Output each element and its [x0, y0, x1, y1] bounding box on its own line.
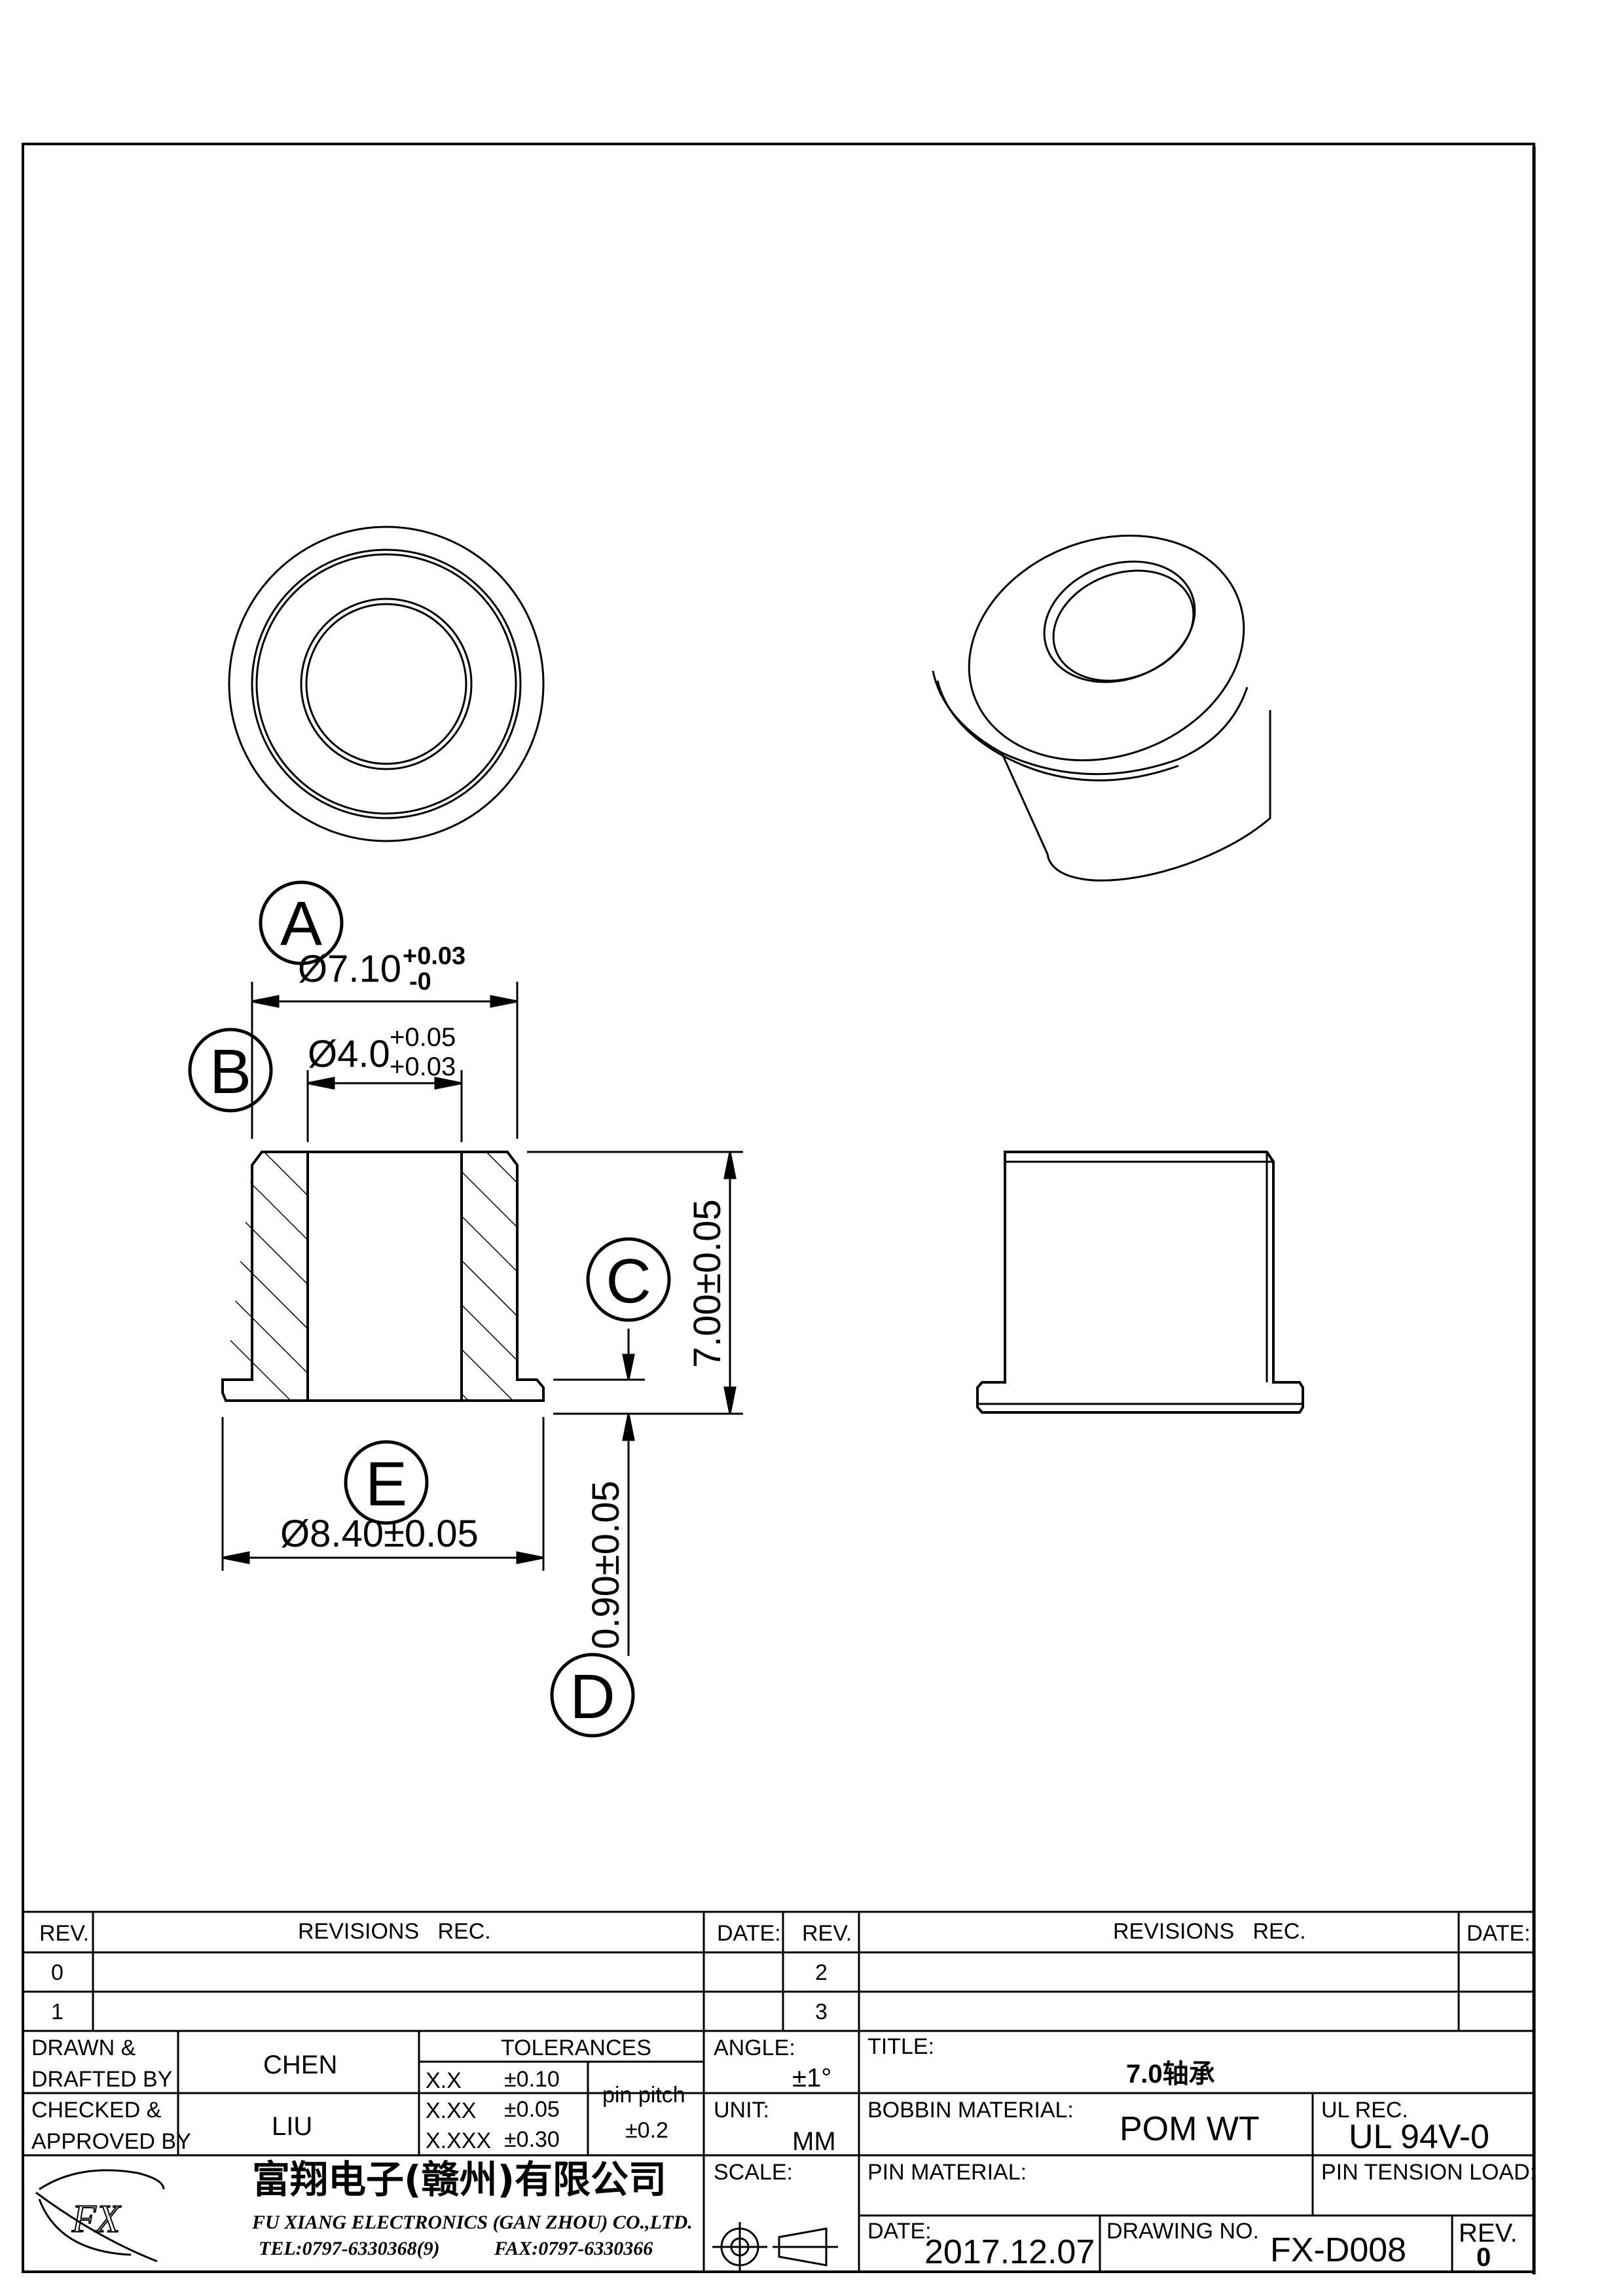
pin-material-label: PIN MATERIAL: [867, 2160, 1027, 2185]
tolerances-header: TOLERANCES [501, 2036, 651, 2060]
revisions-header-left: REVISIONS REC. [298, 1919, 491, 1944]
svg-text:7.00±0.05: 7.00±0.05 [686, 1199, 729, 1368]
date-value: 2017.12.07 [924, 2233, 1095, 2271]
title-label: TITLE: [867, 2034, 934, 2059]
svg-text:+0.05: +0.05 [390, 1023, 456, 1052]
tol-format-2: X.XX [426, 2098, 476, 2123]
svg-text:E: E [365, 1449, 407, 1519]
company-logo-text: FX [71, 2197, 122, 2240]
rev-row-1: 1 [51, 2000, 64, 2024]
unit-label: UNIT: [714, 2098, 769, 2123]
company-name-cn: 富翔电子(赣州)有限公司 [252, 2157, 666, 2202]
checked-label-2: APPROVED BY [31, 2129, 191, 2154]
bobbin-material-label: BOBBIN MATERIAL: [867, 2098, 1074, 2123]
rev-row-2: 2 [815, 1960, 828, 1985]
drawing-no-label: DRAWING NO. [1106, 2219, 1259, 2244]
dimension-c: C 7.00±0.05 [586, 1199, 729, 1368]
company-name-en: FU XIANG ELECTRONICS (GAN ZHOU) CO.,LTD. [251, 2212, 693, 2233]
drawn-label-2: DRAFTED BY [31, 2067, 172, 2092]
rev-value: 0 [1476, 2243, 1491, 2272]
pin-pitch-value: ±0.2 [625, 2118, 668, 2143]
revision-table [23, 1910, 1534, 2272]
dimension-a: A Ø7.10 +0.03 -0 [259, 880, 465, 996]
svg-text:D: D [570, 1662, 615, 1732]
pin-tension-label: PIN TENSION LOAD: [1321, 2160, 1536, 2185]
side-view [976, 1151, 1304, 1414]
angle-value: ±1° [792, 2064, 831, 2092]
checked-label-1: CHECKED & [31, 2098, 162, 2123]
company-tel: TEL:0797-6330368(9) [259, 2238, 440, 2259]
dimension-b: B Ø4.0 +0.05 +0.03 [188, 1023, 456, 1113]
drawn-label-1: DRAWN & [31, 2036, 136, 2060]
drawing-no-value: FX-D008 [1270, 2231, 1406, 2269]
svg-text:-0: -0 [409, 968, 431, 996]
svg-text:A: A [280, 889, 322, 959]
rev-header-left: REV. [39, 1921, 89, 1946]
projection-symbol-icon [712, 2222, 838, 2272]
tol-format-1: X.X [426, 2068, 462, 2093]
company-fax: FAX:0797-6330366 [494, 2238, 653, 2259]
date-header-left: DATE: [717, 1921, 781, 1946]
svg-text:Ø4.0: Ø4.0 [308, 1033, 390, 1075]
svg-text:+0.03: +0.03 [403, 942, 465, 970]
dimension-e: E Ø8.40±0.05 [280, 1440, 479, 1555]
svg-text:0.90±0.05: 0.90±0.05 [585, 1480, 627, 1649]
drawn-by-value: CHEN [263, 2051, 337, 2079]
svg-text:C: C [606, 1246, 651, 1316]
isometric-view [932, 534, 1271, 882]
angle-label: ANGLE: [714, 2036, 795, 2060]
unit-value: MM [792, 2127, 836, 2156]
title-block-grid [23, 2031, 1534, 2272]
dimension-lines [221, 982, 743, 1656]
checked-by-value: LIU [272, 2112, 312, 2141]
company-logo [35, 2169, 165, 2263]
scale-label: SCALE: [714, 2160, 793, 2185]
svg-text:+0.03: +0.03 [390, 1052, 456, 1081]
rev-row-3: 3 [815, 2000, 828, 2024]
drawing-title: 7.0轴承 [1126, 2060, 1215, 2089]
rev-label: REV. [1459, 2219, 1518, 2248]
svg-text:B: B [210, 1037, 251, 1107]
revisions-header-right: REVISIONS REC. [1113, 1919, 1306, 1944]
svg-text:Ø8.40±0.05: Ø8.40±0.05 [280, 1513, 479, 1555]
rev-row-0: 0 [51, 1960, 64, 1985]
tol-value-3: ±0.30 [504, 2127, 560, 2152]
section-view [221, 1151, 545, 1402]
date-header-right: DATE: [1467, 1921, 1531, 1946]
tol-value-1: ±0.10 [504, 2067, 560, 2092]
rev-header-right: REV. [802, 1921, 852, 1946]
date-label: DATE: [867, 2219, 932, 2244]
ul-rec-label: UL REC. [1321, 2098, 1408, 2123]
tol-value-2: ±0.05 [504, 2097, 560, 2122]
tol-format-3: X.XXX [426, 2128, 491, 2153]
svg-text:Ø7.10: Ø7.10 [298, 948, 401, 990]
top-view [228, 526, 545, 842]
bobbin-material-value: POM WT [1120, 2110, 1260, 2148]
ul-rec-value: UL 94V-0 [1349, 2118, 1489, 2156]
pin-pitch-label: pin pitch [602, 2083, 685, 2108]
dimension-d: D 0.90±0.05 [550, 1480, 635, 1738]
